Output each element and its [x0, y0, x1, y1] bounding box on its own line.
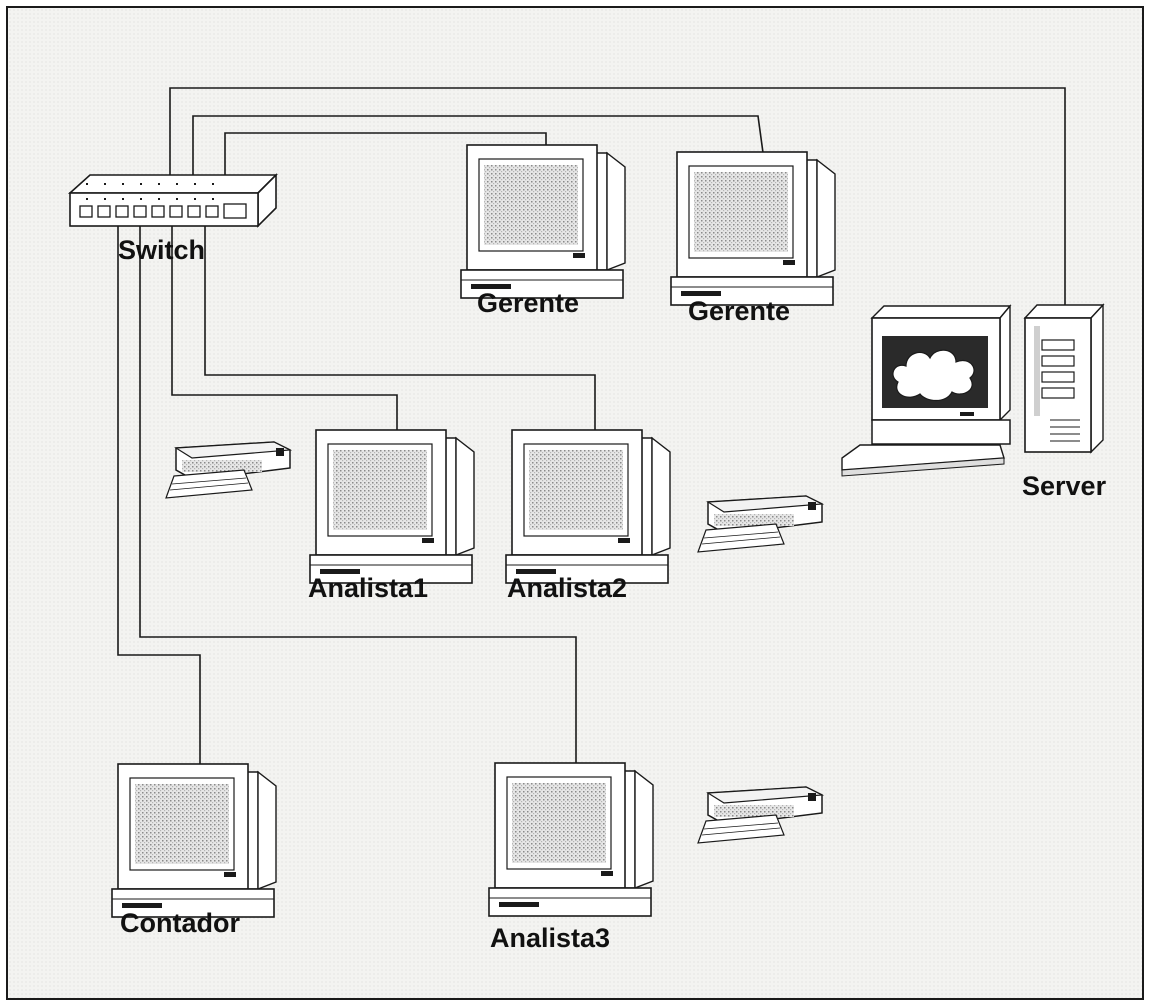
cable-switch-contador [117, 218, 201, 810]
label-switch: Switch [118, 235, 205, 265]
label-gerente-1: Gerente [477, 288, 579, 318]
cable-switch-analista2 [204, 218, 596, 435]
label-contador: Contador [120, 908, 240, 938]
workstation-analista3 [488, 762, 654, 917]
printer-1 [165, 441, 291, 499]
server-workstation [841, 303, 1105, 477]
workstation-analista2 [505, 429, 671, 584]
cable-switch-analista1 [171, 218, 398, 435]
cable-switch-server [169, 87, 1066, 318]
workstation-gerente-2 [670, 151, 836, 306]
workstation-analista1 [309, 429, 475, 584]
label-analista2: Analista2 [507, 573, 627, 603]
printer-3 [697, 786, 823, 844]
label-analista1: Analista1 [308, 573, 428, 603]
cable-switch-gerente1 [224, 132, 547, 200]
printer-2 [697, 495, 823, 553]
label-analista3: Analista3 [490, 923, 610, 953]
workstation-contador [111, 763, 277, 918]
label-gerente-2: Gerente [688, 296, 790, 326]
cable-switch-analista3 [139, 218, 577, 763]
workstation-gerente-1 [460, 144, 626, 299]
label-server: Server [1022, 471, 1107, 501]
switch-device [67, 173, 278, 228]
cable-switch-gerente2 [192, 115, 765, 190]
